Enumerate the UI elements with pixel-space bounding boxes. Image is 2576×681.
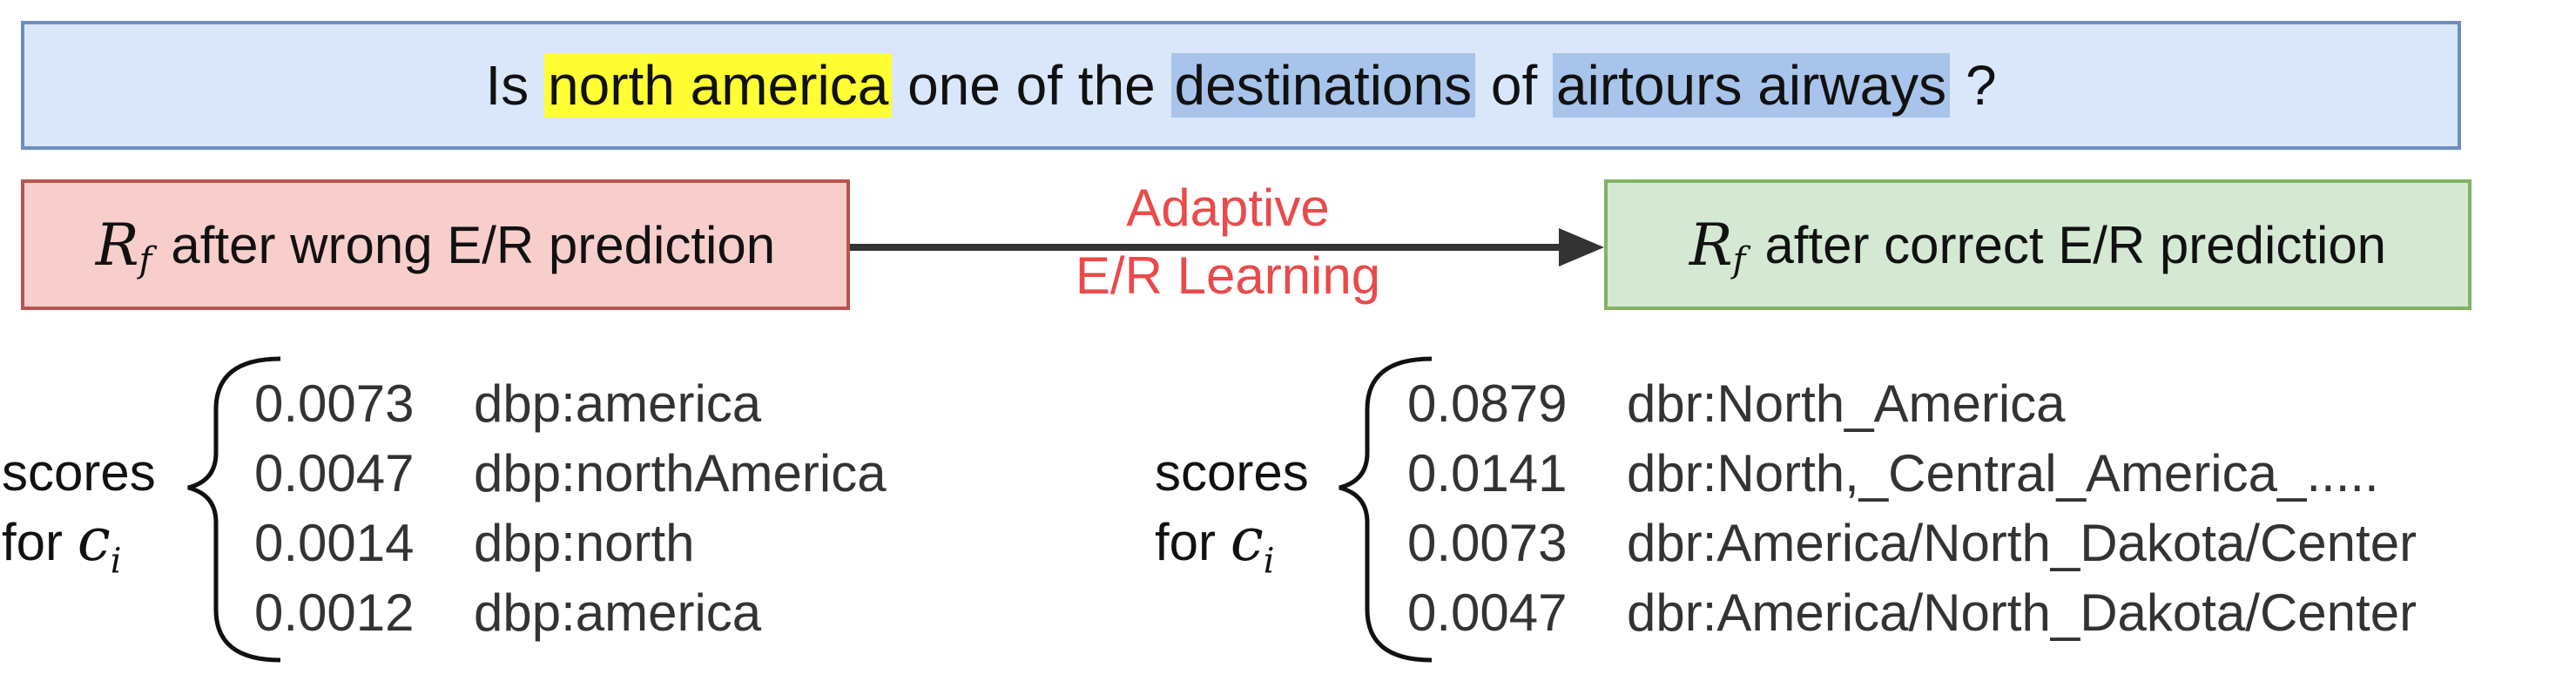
- candidate-row: 0.0073 dbp:america: [254, 369, 761, 439]
- scores-word: scores: [2, 443, 156, 502]
- candidate-score: 0.0073: [1407, 514, 1568, 572]
- candidate-score: 0.0014: [254, 514, 415, 572]
- candidate-row: 0.0012 dbp:america: [254, 578, 761, 648]
- question-box: Is north america one of the destinations…: [21, 21, 2461, 150]
- left-brace: [187, 356, 281, 663]
- r-symbol: R: [1689, 211, 1733, 279]
- question-entity-highlight: north america: [544, 53, 893, 118]
- candidate-score: 0.0073: [254, 374, 415, 433]
- candidate-var: ci: [1230, 506, 1275, 582]
- candidate-score: 0.0012: [254, 583, 415, 642]
- scores-word: scores: [1155, 443, 1309, 502]
- correct-prediction-label: after correct E/R prediction: [1764, 215, 2387, 274]
- question-part: ?: [1950, 54, 1997, 117]
- candidate-entity: dbp:northAmerica: [474, 444, 887, 502]
- question-entity-highlight-2: airtours airways: [1553, 53, 1951, 118]
- candidate-row: 0.0073 dbr:America/North_Dakota/Center: [1407, 509, 2417, 578]
- question-part: Is: [485, 54, 545, 117]
- question-part: one of the: [892, 54, 1171, 117]
- candidate-entity: dbr:America/North_Dakota/Center: [1627, 514, 2418, 572]
- r-subscript: f: [1732, 240, 1746, 280]
- candidate-entity: dbr:America/North_Dakota/Center: [1627, 583, 2418, 642]
- candidate-entity: dbp:america: [474, 374, 762, 433]
- candidate-row: 0.0879 dbr:North_America: [1407, 369, 2066, 439]
- candidate-entity: dbr:North_America: [1627, 374, 2066, 433]
- candidate-entity: dbr:North,_Central_America_.....: [1627, 444, 2379, 502]
- for-word: for: [2, 513, 64, 571]
- right-candidate-list: 0.0879 dbr:North_America 0.0141 dbr:North,…: [1407, 369, 2417, 648]
- question-relation-highlight: destinations: [1170, 53, 1476, 118]
- candidate-score: 0.0141: [1407, 444, 1568, 502]
- candidate-score: 0.0047: [254, 444, 415, 502]
- candidate-score: 0.0879: [1407, 374, 1568, 433]
- arrow-label-line2: E/R Learning: [1075, 246, 1381, 305]
- arrow-label: Adaptive E/R Learning: [1001, 174, 1454, 310]
- r-subscript: f: [138, 240, 152, 280]
- candidate-score: 0.0047: [1407, 583, 1568, 642]
- for-word: for: [1155, 513, 1217, 571]
- candidate-row: 0.0014 dbp:north: [254, 509, 695, 578]
- right-scores-label: scores for ci: [1155, 439, 1309, 596]
- question-part: of: [1475, 54, 1554, 117]
- arrow-label-line1: Adaptive: [1126, 179, 1330, 237]
- left-candidate-list: 0.0073 dbp:america 0.0047 dbp:northAmerica…: [254, 369, 887, 648]
- candidate-entity: dbp:america: [474, 583, 762, 642]
- candidate-row: 0.0141 dbr:North,_Central_America_.....: [1407, 439, 2379, 509]
- candidate-row: 0.0047 dbr:America/North_Dakota/Center: [1407, 578, 2417, 648]
- arrow-head: [1559, 228, 1604, 266]
- wrong-prediction-label: after wrong E/R prediction: [171, 215, 776, 274]
- right-brace: [1339, 356, 1433, 663]
- candidate-row: 0.0047 dbp:northAmerica: [254, 439, 887, 509]
- candidate-entity: dbp:north: [474, 514, 695, 572]
- left-scores-label: scores for ci: [2, 439, 156, 596]
- r-symbol: R: [95, 211, 139, 279]
- candidate-var: ci: [77, 506, 122, 582]
